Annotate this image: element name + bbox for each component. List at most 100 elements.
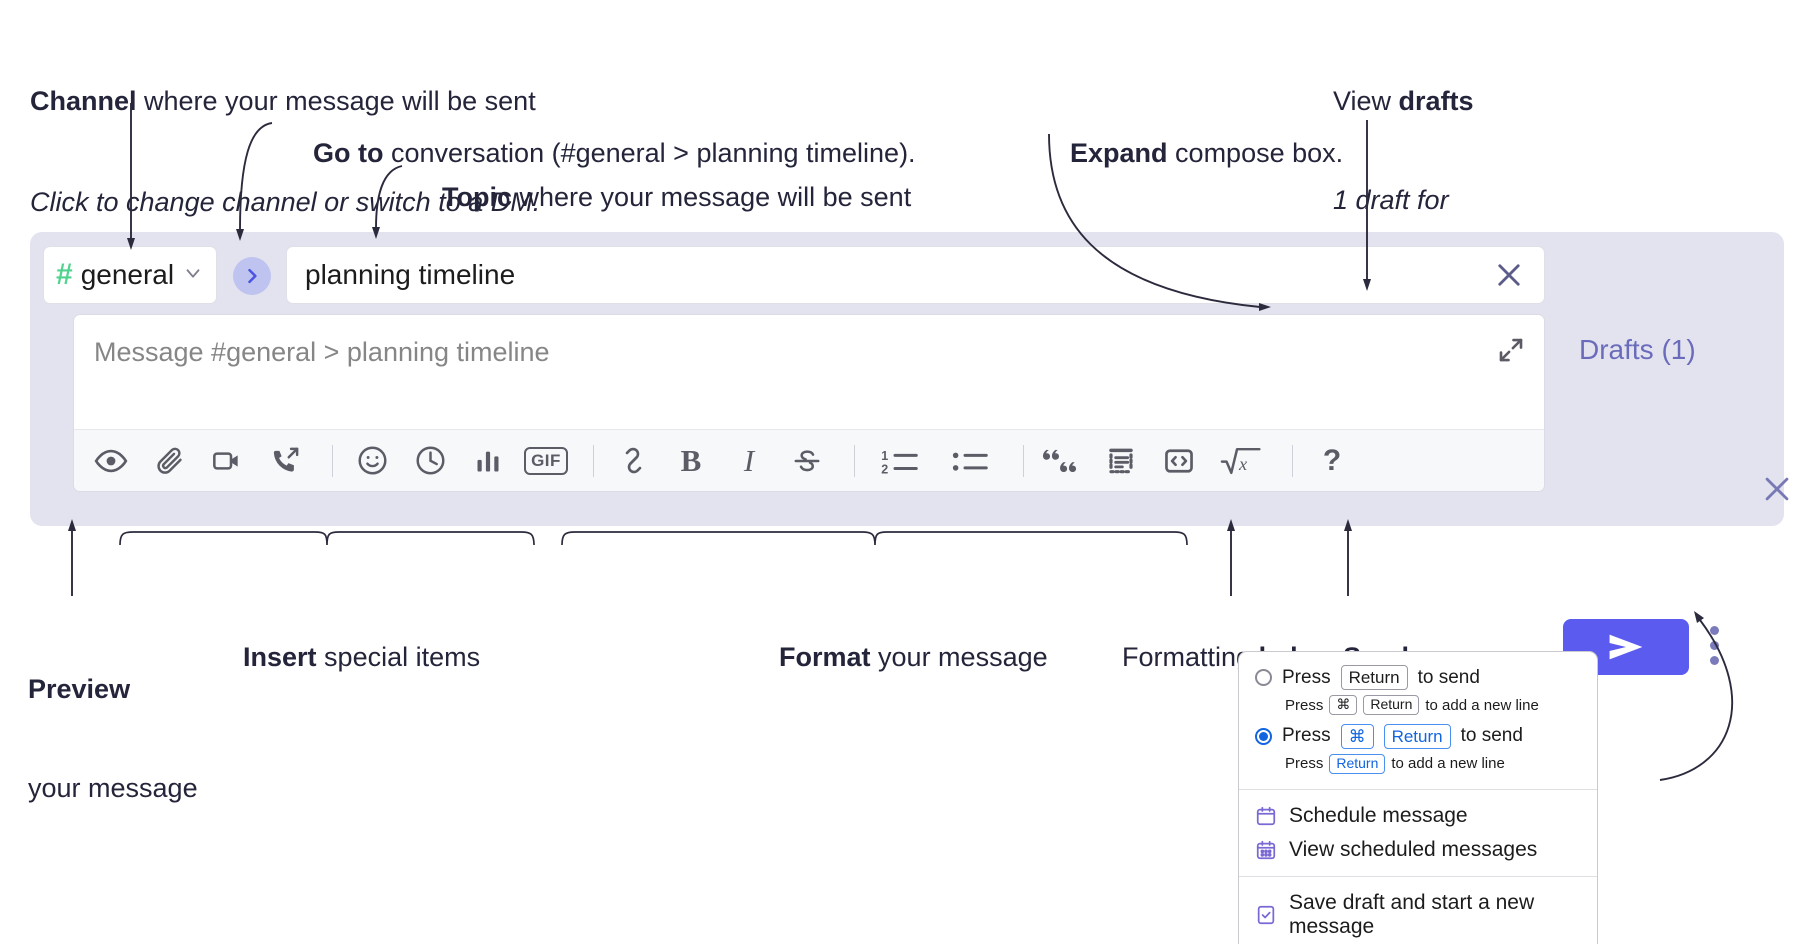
- expand-icon[interactable]: [1496, 335, 1526, 370]
- bar-chart-icon: [477, 451, 499, 471]
- link-button[interactable]: [608, 438, 658, 484]
- annotation-goto: Go to conversation (#general > planning …: [283, 106, 916, 202]
- annotation-format: Format your message: [749, 610, 1048, 706]
- emoji-button[interactable]: [347, 438, 397, 484]
- annotation-expand: Expand compose box.: [1040, 106, 1343, 202]
- link-icon: [625, 447, 641, 474]
- compose-panel: # general planning timeline Message #gen…: [30, 232, 1789, 526]
- message-box[interactable]: Message #general > planning timeline: [73, 314, 1545, 492]
- gif-label: GIF: [524, 446, 568, 475]
- topic-input[interactable]: planning timeline: [286, 246, 1545, 304]
- annotation-preview: Preview your message: [28, 610, 198, 869]
- attach-button[interactable]: [144, 438, 194, 484]
- video-clip-button[interactable]: [202, 438, 252, 484]
- italic-button[interactable]: I: [724, 438, 774, 484]
- annotation-drafts-lead: View: [1333, 85, 1399, 116]
- bold-label: B: [680, 442, 702, 478]
- close-icon[interactable]: [1760, 472, 1794, 511]
- more-vertical-dot: [1710, 626, 1719, 635]
- annotation-expand-bold: Expand: [1070, 137, 1168, 168]
- schedule-button[interactable]: [405, 438, 455, 484]
- italic-label: I: [743, 442, 755, 478]
- gif-button[interactable]: GIF: [521, 438, 571, 484]
- send-option-cmd-return-sub: Press Return to add a new line: [1239, 752, 1597, 780]
- key-command: ⌘: [1329, 695, 1358, 715]
- send-option-return[interactable]: Press Return to send: [1239, 662, 1597, 693]
- radio-cmd-return[interactable]: [1255, 727, 1272, 745]
- send-icon: [1609, 634, 1643, 660]
- toolbar-divider: [1023, 444, 1024, 477]
- menu-item-label: Schedule message: [1289, 803, 1468, 827]
- svg-text:1: 1: [881, 448, 888, 462]
- annotation-insert-rest: special items: [316, 641, 481, 672]
- strikethrough-icon: [794, 449, 820, 471]
- opt1-post: to send: [1417, 666, 1480, 688]
- ordered-list-button[interactable]: 1 2: [869, 438, 931, 484]
- audio-clip-button[interactable]: [260, 438, 310, 484]
- send-option-cmd-return[interactable]: Press ⌘ Return to send: [1239, 721, 1597, 752]
- close-icon[interactable]: [1492, 258, 1526, 292]
- radio-return[interactable]: [1255, 669, 1272, 687]
- compose-options-button[interactable]: [1710, 626, 1719, 665]
- poll-button[interactable]: [463, 438, 513, 484]
- menu-item-schedule-message[interactable]: Schedule message: [1239, 799, 1597, 833]
- annotation-format-bold: Format: [779, 641, 871, 672]
- annotation-insert-bold: Insert: [243, 641, 317, 672]
- more-vertical-dot: [1710, 656, 1719, 665]
- toolbar-divider: [332, 444, 333, 477]
- annotation-drafts-bold: drafts: [1398, 85, 1474, 116]
- code-snippet-button[interactable]: [1154, 438, 1204, 484]
- code-block-icon: [1109, 448, 1133, 473]
- annotation-drafts-italic-1: 1 draft for: [1333, 185, 1449, 216]
- blockquote-button[interactable]: [1038, 438, 1088, 484]
- channel-select[interactable]: # general: [43, 246, 217, 304]
- annotation-preview-bold: Preview: [28, 673, 131, 704]
- compose-inner: # general planning timeline Message #gen…: [43, 246, 1545, 512]
- annotation-formatting-help-lead: Formatting: [1122, 641, 1259, 672]
- paperclip-icon: [156, 447, 182, 474]
- goto-conversation-button[interactable]: [233, 257, 271, 295]
- video-camera-icon: [213, 451, 238, 470]
- annotation-topic-bold: Topic: [442, 181, 513, 212]
- opt2-sub-pre: Press: [1285, 755, 1324, 773]
- formatting-help-button[interactable]: ?: [1307, 438, 1357, 484]
- ordered-list-icon: 1 2: [881, 448, 918, 476]
- bold-button[interactable]: B: [666, 438, 716, 484]
- annotation-channel-bold: Channel: [30, 85, 137, 116]
- clock-icon: [415, 446, 445, 475]
- annotation-topic: Topic where your message will be sent: [412, 150, 911, 246]
- formatting-toolbar: GIF B I: [74, 429, 1544, 491]
- drafts-link[interactable]: Drafts (1): [1579, 334, 1696, 365]
- calendar-icon: [1255, 805, 1277, 827]
- preview-button[interactable]: [86, 438, 136, 484]
- opt1-pre: Press: [1282, 666, 1331, 688]
- code-block-button[interactable]: [1096, 438, 1146, 484]
- latex-button[interactable]: x: [1212, 438, 1270, 484]
- question-mark-icon: ?: [1322, 443, 1342, 477]
- annotation-preview-line2: your message: [28, 773, 198, 804]
- toolbar-divider: [1292, 444, 1293, 477]
- menu-item-view-scheduled[interactable]: View scheduled messages: [1239, 833, 1597, 867]
- annotation-format-rest: your message: [870, 641, 1048, 672]
- key-return: Return: [1383, 723, 1451, 749]
- toolbar-divider: [854, 444, 855, 477]
- bulleted-list-button[interactable]: [939, 438, 1001, 484]
- square-root-icon: x: [1220, 447, 1261, 474]
- opt2-sub-post: to add a new line: [1391, 755, 1505, 773]
- opt1-sub-post: to add a new line: [1425, 696, 1539, 714]
- strikethrough-button[interactable]: [782, 438, 832, 484]
- opt1-sub-pre: Press: [1285, 696, 1324, 714]
- menu-item-save-draft[interactable]: Save draft and start a new message: [1239, 886, 1597, 944]
- annotation-channel-rest: where your message will be sent: [136, 85, 536, 116]
- file-check-icon: [1255, 904, 1277, 926]
- opt2-post: to send: [1460, 725, 1523, 747]
- message-input-placeholder: Message #general > planning timeline: [94, 337, 550, 367]
- opt2-pre: Press: [1282, 725, 1331, 747]
- hash-icon: #: [56, 258, 73, 291]
- annotation-goto-bold: Go to: [313, 137, 384, 168]
- more-vertical-dot: [1710, 641, 1719, 650]
- annotation-expand-rest: compose box.: [1167, 137, 1344, 168]
- menu-divider: [1239, 788, 1597, 790]
- eye-icon: [94, 449, 128, 472]
- smiley-icon: [357, 446, 387, 475]
